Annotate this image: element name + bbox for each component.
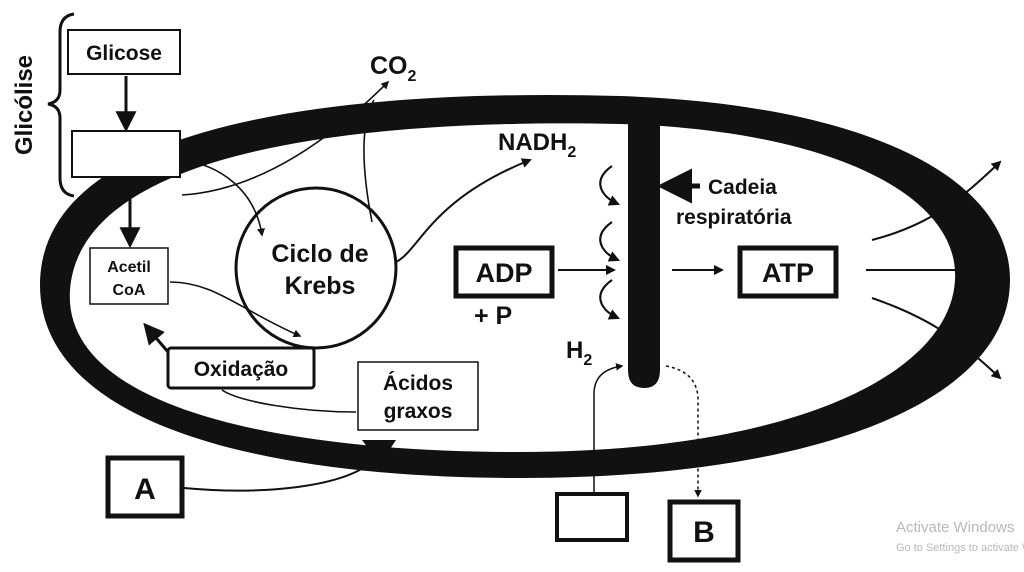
watermark-line2: Go to Settings to activate Windows. [896, 542, 1024, 554]
respiratory-chain-bar [628, 110, 660, 388]
electron-arc-1 [599, 165, 621, 206]
a-label: A [134, 473, 156, 506]
adp-box [453, 245, 555, 299]
krebs-to-nadh-curve [395, 158, 532, 263]
glicose-box [67, 29, 181, 75]
coa-label: CoA [113, 282, 146, 299]
membrane-transporter [362, 440, 396, 464]
acetil-coa-box [89, 247, 169, 305]
krebs-label-line2: Krebs [285, 272, 356, 300]
a-box [105, 455, 185, 519]
acetil-label: Acetil [107, 259, 151, 276]
bottom-blank-box [555, 492, 629, 542]
intermediate-to-co2-curve [181, 80, 390, 196]
blank-intermediate-box [71, 130, 181, 178]
atp-out-arrow-top [871, 160, 1002, 241]
acidos-to-oxidacao-curve [221, 389, 357, 413]
oxidacao-box [166, 346, 316, 390]
watermark-line1: Activate Windows [896, 519, 1014, 536]
plus-p-label: + P [474, 302, 512, 330]
krebs-cycle-circle [234, 186, 398, 350]
glycolysis-label: Glicólise [11, 55, 38, 155]
acetil-to-krebs-curve [169, 281, 302, 338]
oxidacao-label: Oxidação [194, 358, 289, 381]
graxos-label: graxos [384, 400, 453, 423]
a-to-transporter-curve [183, 461, 373, 492]
atp-box [737, 245, 839, 299]
cadeia-label-line2: respiratória [676, 206, 792, 229]
nadh2-label: NADH2 [498, 129, 576, 161]
acidos-label: Ácidos [383, 372, 453, 395]
adp-label: ADP [475, 258, 532, 288]
co2-label: CO2 [370, 52, 417, 85]
intermediate-to-krebs-curve [181, 159, 265, 237]
krebs-to-co2-curve [363, 99, 375, 223]
glicose-label: Glicose [86, 42, 162, 65]
b-box [667, 499, 741, 563]
electron-arc-3 [599, 279, 621, 320]
glycolysis-brace [47, 12, 75, 198]
atp-label: ATP [762, 258, 814, 288]
oxidacao-to-acetil-arrow [143, 322, 170, 353]
cadeia-label-line1: Cadeia [708, 176, 777, 199]
b-label: B [693, 516, 715, 549]
electron-arc-2 [599, 221, 621, 262]
acidos-graxos-box [357, 361, 479, 431]
blank-to-chain-arrow [593, 363, 624, 492]
atp-out-arrow-bottom [871, 297, 1002, 380]
krebs-label-line1: Ciclo de [271, 240, 368, 268]
chain-to-b-arrow [665, 365, 702, 498]
h2-label: H2 [566, 337, 592, 369]
